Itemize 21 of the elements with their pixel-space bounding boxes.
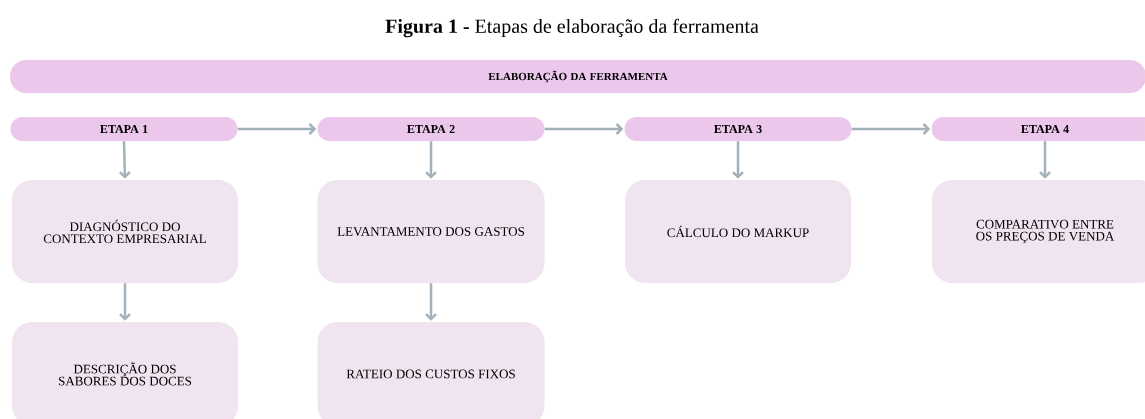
arrow <box>425 141 437 179</box>
banner: ELABORAÇÃO DA FERRAMENTA <box>10 60 1145 93</box>
arrow <box>237 123 317 135</box>
step-pill: ETAPA 3 <box>624 117 852 141</box>
step-pill: ETAPA 2 <box>317 117 545 141</box>
arrow <box>119 283 131 321</box>
process-box: DIAGNÓSTICO DO CONTEXTO EMPRESARIAL <box>12 180 238 283</box>
process-box: RATEIO DOS CUSTOS FIXOS <box>317 322 545 419</box>
figure-title: Figura 1 - Etapas de elaboração da ferramenta <box>385 18 759 38</box>
arrow <box>1039 141 1051 179</box>
step-pill: ETAPA 1 <box>10 117 238 141</box>
arrow <box>118 141 131 179</box>
process-box: CÁLCULO DO MARKUP <box>625 180 851 283</box>
arrow <box>732 141 744 179</box>
arrow <box>425 283 437 321</box>
arrow <box>544 123 624 135</box>
process-box: LEVANTAMENTO DOS GASTOS <box>317 180 545 283</box>
process-box: COMPARATIVO ENTRE OS PREÇOS DE VENDA <box>932 180 1145 283</box>
step-pill: ETAPA 4 <box>931 117 1145 141</box>
process-box: DESCRIÇÃO DOS SABORES DOS DOCES <box>12 322 238 419</box>
arrow <box>851 123 931 135</box>
